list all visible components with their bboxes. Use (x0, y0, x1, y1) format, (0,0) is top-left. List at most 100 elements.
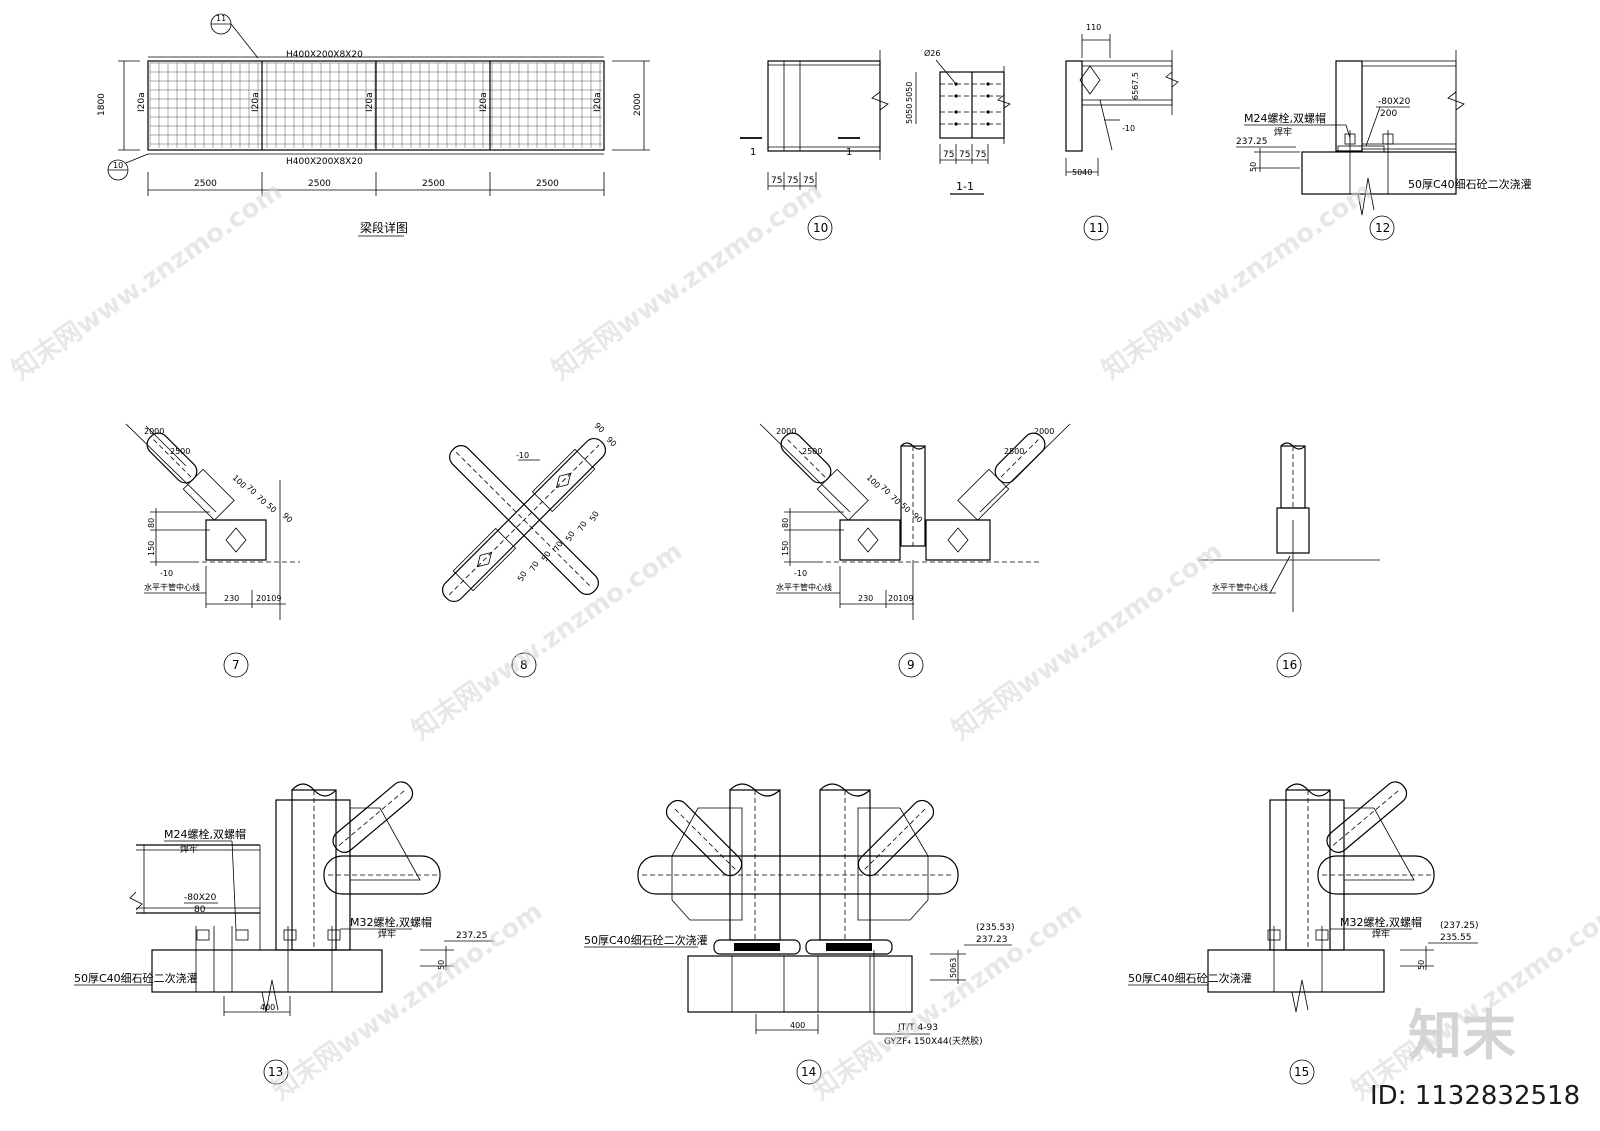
section-mark: 1 (750, 147, 756, 158)
plate-label: -80X20 (1378, 97, 1411, 107)
elevation: 235.55 (1440, 933, 1472, 943)
plate-width: 200 (1380, 109, 1397, 119)
plate-label: -80X20 (184, 893, 217, 903)
span-dim: 2500 (194, 179, 217, 189)
dim: 80 (781, 518, 790, 528)
dim: 5063 (949, 958, 958, 978)
beam-mesh-grid (149, 62, 602, 148)
plate-label: -10 (794, 569, 807, 578)
detail-7: 2000 2500 100 70 70 50 90 80 150 -10 水平干… (125, 423, 300, 678)
elevation: 237.25 (456, 931, 488, 941)
right-height-dim: 2000 (633, 93, 643, 116)
dim: 50 (1249, 162, 1258, 172)
watermark-text: 知末网www.znzmo.com (807, 896, 1088, 1105)
dim: 150 (781, 541, 790, 556)
detail-8: -10 90 90 50 70 50 70 50 70 50 8 (441, 421, 619, 678)
dim: 50 (588, 510, 601, 523)
grout-label: 50厚C40细石砼二次浇灌 (1128, 971, 1252, 985)
plate-label: -10 (516, 451, 529, 460)
elevation: (235.53) (976, 923, 1015, 933)
standard-label: JT/T 4-93 (897, 1023, 938, 1033)
dim: 5040 (1072, 168, 1092, 177)
detail-15: M32螺栓,双螺帽 焊牢 (237.25) 235.55 50 50厚C40细石… (1128, 781, 1479, 1085)
grout-label: 50厚C40细石砼二次浇灌 (584, 933, 708, 947)
detail-10: 1 1 75 75 75 10 Ø26 5050 5050 (740, 48, 1011, 241)
detail-number: 16 (1282, 658, 1297, 672)
center-label: 水平干管中心线 (776, 582, 832, 592)
dim: 5050 (905, 82, 914, 102)
bottom-section-label: H400X200X8X20 (286, 157, 363, 167)
image-id: ID: 1132832518 (1370, 1081, 1580, 1111)
stiffener-label: I20a (137, 92, 147, 112)
elevation: 237.23 (976, 935, 1008, 945)
detail-number: 12 (1375, 221, 1390, 235)
detail-9: 2000 2500 2500 2000 100 70 70 50 90 80 1… (759, 423, 1071, 678)
center-label: 水平干管中心线 (144, 582, 200, 592)
detail-number: 7 (232, 658, 240, 672)
plate-width: 80 (194, 905, 206, 915)
dim: 2000 (144, 427, 164, 436)
dim: 5050 (905, 104, 914, 124)
dim: 50 (1417, 960, 1426, 970)
left-height-dim: 1800 (97, 93, 107, 116)
dim: 2500 (170, 447, 190, 456)
section-mark: 1 (846, 147, 852, 158)
dim: 2000 (1034, 427, 1054, 436)
dim: 70 (879, 483, 893, 497)
callout-bottom: 10 (113, 161, 123, 170)
dim: 2500 (1004, 447, 1024, 456)
dim: 50 (564, 530, 577, 543)
hole-label: Ø26 (924, 48, 940, 58)
detail-16: 水平干管中心线 16 (1198, 442, 1380, 678)
bolt-label: M24螺栓,双螺帽 (164, 827, 246, 841)
elevation: (237.25) (1440, 921, 1479, 931)
stiffener-label: I20a (593, 92, 603, 112)
dim: 2000 (776, 427, 796, 436)
watermark-text: 知末网www.znzmo.com (547, 176, 828, 385)
watermark-layer: 知末网www.znzmo.com 知末网www.znzmo.com 知末网www… (7, 176, 1600, 1105)
dim: 50 (540, 550, 553, 563)
span-dim: 2500 (422, 179, 445, 189)
dim: 70 (552, 540, 565, 553)
dim: 75 (771, 176, 782, 186)
dim: 400 (790, 1021, 805, 1030)
dim: 2500 (802, 447, 822, 456)
beam-segment-detail: H400X200X8X20 H400X200X8X20 I20a I20a I2… (97, 13, 650, 237)
bolt-label: M32螺栓,双螺帽 (1340, 915, 1422, 929)
grout-label: 50厚C40细石砼二次浇灌 (1408, 177, 1532, 191)
dim: 230 (858, 594, 873, 603)
weld-label: 焊牢 (378, 928, 396, 940)
dim: 230 (224, 594, 239, 603)
dim: 110 (1086, 23, 1101, 32)
bolt-label: M24螺栓,双螺帽 (1244, 111, 1326, 125)
weld-label: 焊牢 (1372, 928, 1390, 940)
dim: 6567.5 (1131, 72, 1140, 100)
section-title: 1-1 (956, 180, 974, 193)
dim: 90 (605, 435, 619, 449)
dim: 20109 (888, 594, 913, 603)
detail-number: 8 (520, 658, 528, 672)
dim: 75 (975, 150, 986, 160)
bolt-label: M32螺栓,双螺帽 (350, 915, 432, 929)
weld-label: 焊牢 (180, 843, 198, 855)
detail-number: 10 (813, 221, 828, 235)
detail-number: 9 (907, 658, 915, 672)
dim: 70 (576, 520, 589, 533)
dim: 90 (593, 421, 607, 435)
callout-top: 11 (216, 14, 226, 23)
stiffener-label: I20a (479, 92, 489, 112)
detail-12: M24螺栓,双螺帽 焊牢 -80X20 200 237.25 50 50厚C40… (1236, 50, 1532, 241)
center-label: 水平干管中心线 (1212, 582, 1268, 592)
dim: 50 (516, 570, 529, 583)
watermark-text: 知末网www.znzmo.com (947, 536, 1228, 745)
brand-watermark: 知末 (1408, 1004, 1516, 1067)
beam-detail-title: 梁段详图 (360, 220, 408, 235)
dim: 80 (147, 518, 156, 528)
dim: 50 (265, 501, 279, 515)
elevation: 237.25 (1236, 137, 1268, 147)
dim: 70 (245, 483, 259, 497)
span-dim: 2500 (308, 179, 331, 189)
dim: 75 (803, 176, 814, 186)
bearing-label: GYZF₄ 150X44(天然胶) (884, 1035, 983, 1047)
